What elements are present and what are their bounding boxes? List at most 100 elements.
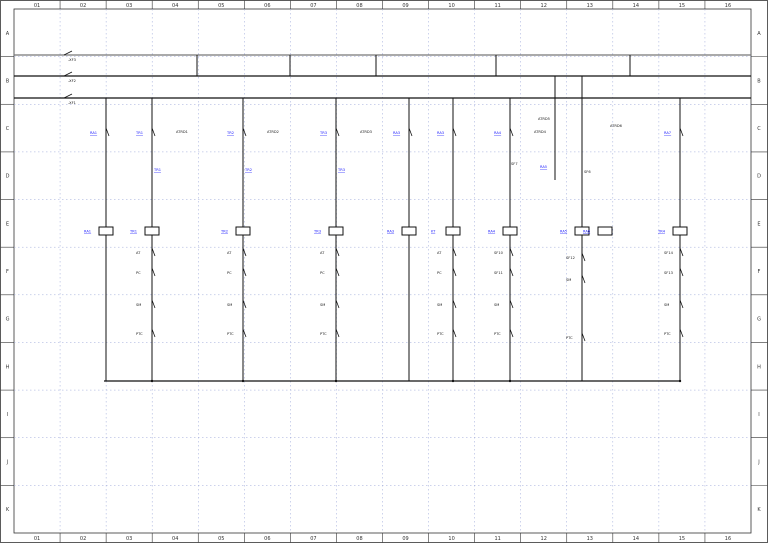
coil-right bbox=[502, 226, 518, 236]
ptc-contact-label: PTC bbox=[437, 332, 444, 336]
row-header-left: I bbox=[7, 412, 8, 418]
col-header-top: 09 bbox=[402, 3, 408, 9]
grid-lines bbox=[14, 9, 751, 533]
col-header-top: 06 bbox=[264, 3, 270, 9]
coil-left bbox=[98, 226, 114, 236]
col-header-bottom: 13 bbox=[587, 536, 593, 542]
col-header-top: 10 bbox=[448, 3, 454, 9]
coil-right bbox=[672, 226, 688, 236]
sm-contact bbox=[242, 299, 247, 309]
sm-contact-label: SM bbox=[227, 303, 232, 307]
row-header-left: B bbox=[6, 78, 10, 84]
pushbutton-contact bbox=[242, 267, 247, 277]
col-header-top: 04 bbox=[172, 3, 178, 9]
coil-right-label: RA4 bbox=[488, 230, 496, 234]
sm-contact-label: SM bbox=[136, 303, 141, 307]
pushbutton-contact-label: PC bbox=[136, 271, 141, 275]
supply-label-2: -XF2 bbox=[68, 79, 76, 83]
overload-contact-label: AT bbox=[227, 251, 232, 255]
col-header-bottom: 07 bbox=[310, 536, 316, 542]
row-header-right: K bbox=[757, 507, 761, 513]
col-header-top: 01 bbox=[34, 3, 40, 9]
coil-right-label: TR1 bbox=[129, 230, 137, 234]
row-header-right: C bbox=[757, 126, 761, 132]
ptc-contact bbox=[151, 328, 156, 338]
col-header-top: 16 bbox=[725, 3, 731, 9]
row-header-right: E bbox=[757, 221, 760, 227]
contact-13-sm-label: SM bbox=[566, 278, 571, 282]
coil-13b-label: RA6 bbox=[583, 230, 591, 234]
contact-right-label: TR3 bbox=[319, 131, 327, 135]
row-header-right: I bbox=[758, 412, 759, 418]
seal-label: TR1 bbox=[153, 168, 161, 172]
coil-right bbox=[445, 226, 461, 236]
sf-12-label: SF7 bbox=[511, 162, 518, 166]
ptc-contact-label: PTC bbox=[494, 332, 501, 336]
sm-contact bbox=[151, 299, 156, 309]
row-header-right: A bbox=[757, 31, 761, 37]
contact-13-pc-label: PTC bbox=[566, 336, 573, 340]
junction-dot bbox=[508, 379, 512, 383]
sm-contact bbox=[679, 299, 684, 309]
pushbutton-contact bbox=[335, 267, 340, 277]
col-header-bottom: 03 bbox=[126, 536, 132, 542]
col-header-top: 13 bbox=[587, 3, 593, 9]
overload-contact bbox=[151, 247, 156, 257]
pushbutton-contact-label: PC bbox=[320, 271, 325, 275]
timer-label: ATRD3 bbox=[360, 130, 372, 134]
contact-left bbox=[408, 127, 413, 137]
row-header-right: D bbox=[757, 174, 761, 180]
overload-contact bbox=[679, 247, 684, 257]
contact-13-sm bbox=[581, 274, 586, 284]
col-header-top: 11 bbox=[494, 3, 500, 9]
timer-12-label: ATRD5 bbox=[538, 117, 550, 121]
coil-left-label: RA1 bbox=[84, 230, 91, 234]
seal-label: TR2 bbox=[244, 168, 252, 172]
col-header-top: 08 bbox=[356, 3, 362, 9]
row-header-left: G bbox=[6, 317, 10, 323]
overload-contact bbox=[335, 247, 340, 257]
col-header-top: 14 bbox=[633, 3, 639, 9]
col-header-top: 02 bbox=[80, 3, 86, 9]
pushbutton-contact bbox=[679, 267, 684, 277]
ptc-contact bbox=[509, 328, 514, 338]
col-header-bottom: 11 bbox=[494, 536, 500, 542]
contact-right-label: TR1 bbox=[135, 131, 143, 135]
ptc-contact bbox=[452, 328, 457, 338]
col-header-top: 07 bbox=[310, 3, 316, 9]
col-header-bottom: 14 bbox=[633, 536, 639, 542]
supply-label-3: -XF1 bbox=[68, 101, 76, 105]
coil-13a bbox=[574, 226, 590, 236]
pushbutton-contact-label: SF11 bbox=[494, 271, 503, 275]
row-header-right: H bbox=[757, 364, 761, 370]
pushbutton-contact-label: SF13 bbox=[664, 271, 673, 275]
pushbutton-contact-label: PC bbox=[437, 271, 442, 275]
overload-contact bbox=[452, 247, 457, 257]
coil-right bbox=[328, 226, 344, 236]
row-header-right: J bbox=[757, 460, 759, 466]
sm-contact bbox=[452, 299, 457, 309]
sm-contact-label: SM bbox=[437, 303, 442, 307]
junction-dot bbox=[678, 379, 682, 383]
supply-label-1: -XF3 bbox=[68, 58, 76, 62]
row-header-left: K bbox=[6, 507, 10, 513]
coil-right-label: TR4 bbox=[657, 230, 666, 234]
coil-left bbox=[401, 226, 417, 236]
overload-contact-label: AT bbox=[320, 251, 325, 255]
overload-contact-label: AT bbox=[136, 251, 141, 255]
row-header-left: A bbox=[6, 31, 10, 37]
row-header-left: J bbox=[6, 460, 8, 466]
overload-contact-label: AT bbox=[437, 251, 442, 255]
sm-contact bbox=[509, 299, 514, 309]
coil-left-label: RA3 bbox=[387, 230, 394, 234]
col-header-bottom: 06 bbox=[264, 536, 270, 542]
row-header-right: B bbox=[757, 78, 761, 84]
col-header-bottom: 09 bbox=[402, 536, 408, 542]
coil-right-label: TR2 bbox=[220, 230, 228, 234]
overload-contact bbox=[509, 247, 514, 257]
junction-dot bbox=[241, 379, 245, 383]
